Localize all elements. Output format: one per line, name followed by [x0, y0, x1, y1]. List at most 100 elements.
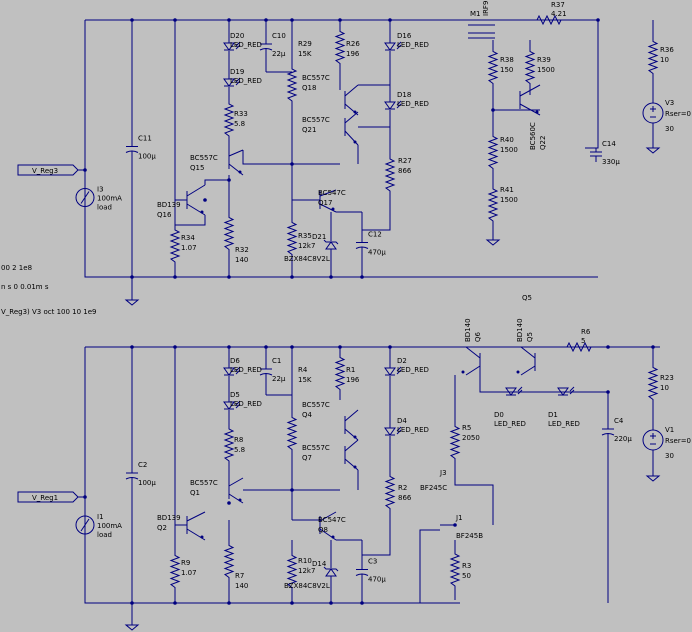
resistor-r6[interactable]	[560, 341, 598, 353]
r34-name-label: R34	[181, 234, 195, 242]
led-d4[interactable]	[384, 426, 402, 436]
capacitor-c14[interactable]	[590, 148, 602, 160]
resistor-r34[interactable]	[169, 215, 181, 277]
resistor-r35[interactable]	[286, 200, 298, 277]
c14-name-label: C14	[602, 140, 616, 148]
led-d6[interactable]	[223, 366, 241, 376]
wires	[78, 18, 660, 619]
resistor-r37[interactable]	[530, 14, 568, 26]
r8-name-label: R8	[234, 436, 243, 444]
c12-name-label: C12	[368, 231, 382, 239]
voltage-source-v3[interactable]	[642, 102, 664, 124]
current-source-i3[interactable]	[75, 170, 95, 225]
led-d20[interactable]	[223, 41, 241, 51]
transistor-q6[interactable]	[461, 346, 481, 376]
d4-model-label: LED_RED	[397, 426, 429, 434]
resistor-r3[interactable]	[449, 540, 461, 600]
capacitor-c4[interactable]	[601, 392, 615, 470]
led-d0[interactable]	[505, 386, 523, 396]
transistor-q7[interactable]	[344, 439, 359, 471]
resistor-r33[interactable]	[223, 95, 235, 145]
net-label-v-reg1[interactable]	[17, 491, 79, 503]
resistor-r36[interactable]	[647, 20, 659, 95]
transistor-q22[interactable]	[519, 84, 541, 116]
led-d2[interactable]	[384, 366, 402, 376]
resistor-r40[interactable]	[487, 130, 499, 175]
mosfet-m1[interactable]	[468, 24, 495, 39]
transistor-q8[interactable]	[319, 511, 337, 541]
resistor-r32[interactable]	[223, 190, 235, 277]
d2-model-label: LED_RED	[397, 366, 429, 374]
net-label-v-reg3[interactable]	[17, 164, 79, 176]
resistor-r27[interactable]	[384, 150, 396, 200]
resistor-r41[interactable]	[487, 175, 499, 235]
transistor-q16[interactable]	[186, 184, 206, 216]
resistor-r29[interactable]	[286, 20, 298, 150]
led-d16[interactable]	[384, 41, 402, 51]
r41-value-label: 1500	[500, 196, 518, 204]
i3-extra-label: load	[97, 204, 112, 212]
transistor-q18[interactable]	[344, 84, 359, 116]
capacitor-c12[interactable]	[355, 212, 369, 277]
junction	[203, 198, 207, 202]
led-d19[interactable]	[223, 77, 241, 87]
transistor-q15[interactable]	[228, 149, 244, 176]
wire	[84, 20, 598, 278]
c1-name-label: C1	[272, 357, 281, 365]
current-source-i1[interactable]	[75, 497, 95, 553]
d16-name-label: D16	[397, 32, 412, 40]
d20-model-label: LED_RED	[230, 41, 262, 49]
transistor-q5[interactable]	[516, 346, 536, 376]
resistor-r2[interactable]	[384, 465, 396, 520]
junction	[227, 18, 231, 22]
r6-name-label: R6	[581, 328, 591, 336]
resistor-r8[interactable]	[223, 420, 235, 470]
d4-name-label: D4	[397, 417, 407, 425]
resistor-r7[interactable]	[223, 520, 235, 603]
ground-symbol	[124, 619, 140, 631]
d16-model-label: LED_RED	[397, 41, 429, 49]
resistor-r23[interactable]	[647, 347, 659, 420]
voltage-source-v1[interactable]	[642, 429, 664, 451]
d19-model-label: LED_RED	[230, 77, 262, 85]
capacitor-c1[interactable]	[259, 347, 273, 395]
transistor-q4[interactable]	[344, 409, 359, 441]
q8-model-label: BC547C	[318, 516, 346, 524]
led-d1[interactable]	[557, 386, 575, 396]
resistor-r5[interactable]	[449, 420, 461, 465]
r7-name-label: R7	[235, 572, 244, 580]
q4-name-label: Q4	[302, 411, 313, 419]
led-d5[interactable]	[223, 400, 241, 410]
led-d18[interactable]	[384, 100, 402, 110]
resistor-r10[interactable]	[286, 540, 298, 603]
r9-value-label: 1.07	[181, 569, 197, 577]
zener-d21[interactable]	[323, 239, 339, 250]
q2-name-label: Q2	[157, 524, 167, 532]
r26-value-label: 196	[346, 50, 360, 58]
zener-d14[interactable]	[323, 566, 339, 577]
junction	[227, 501, 231, 505]
capacitor-c2[interactable]	[125, 347, 139, 603]
q17-name-label: Q17	[318, 199, 332, 207]
capacitor-c10[interactable]	[259, 20, 273, 72]
resistor-r38[interactable]	[487, 40, 499, 95]
q7-name-label: Q7	[302, 454, 312, 462]
r33-name-label: R33	[234, 110, 248, 118]
wire	[454, 465, 494, 525]
capacitor-c11[interactable]	[125, 20, 139, 277]
resistor-r39[interactable]	[524, 40, 536, 95]
transistor-q17[interactable]	[319, 189, 337, 213]
transistor-q2[interactable]	[186, 511, 206, 541]
resistor-r9[interactable]	[169, 540, 181, 603]
resistor-r26[interactable]	[334, 20, 346, 75]
r32-name-label: R32	[235, 246, 249, 254]
transistor-q1[interactable]	[228, 477, 244, 504]
q2-model-label: BD139	[157, 514, 181, 522]
resistor-r4[interactable]	[286, 347, 298, 520]
transistor-q21[interactable]	[344, 111, 359, 146]
v1-value-label: 30	[665, 452, 674, 460]
i3-name-label: I3	[97, 186, 104, 194]
resistor-r1[interactable]	[334, 347, 346, 400]
capacitor-c3[interactable]	[355, 540, 369, 603]
